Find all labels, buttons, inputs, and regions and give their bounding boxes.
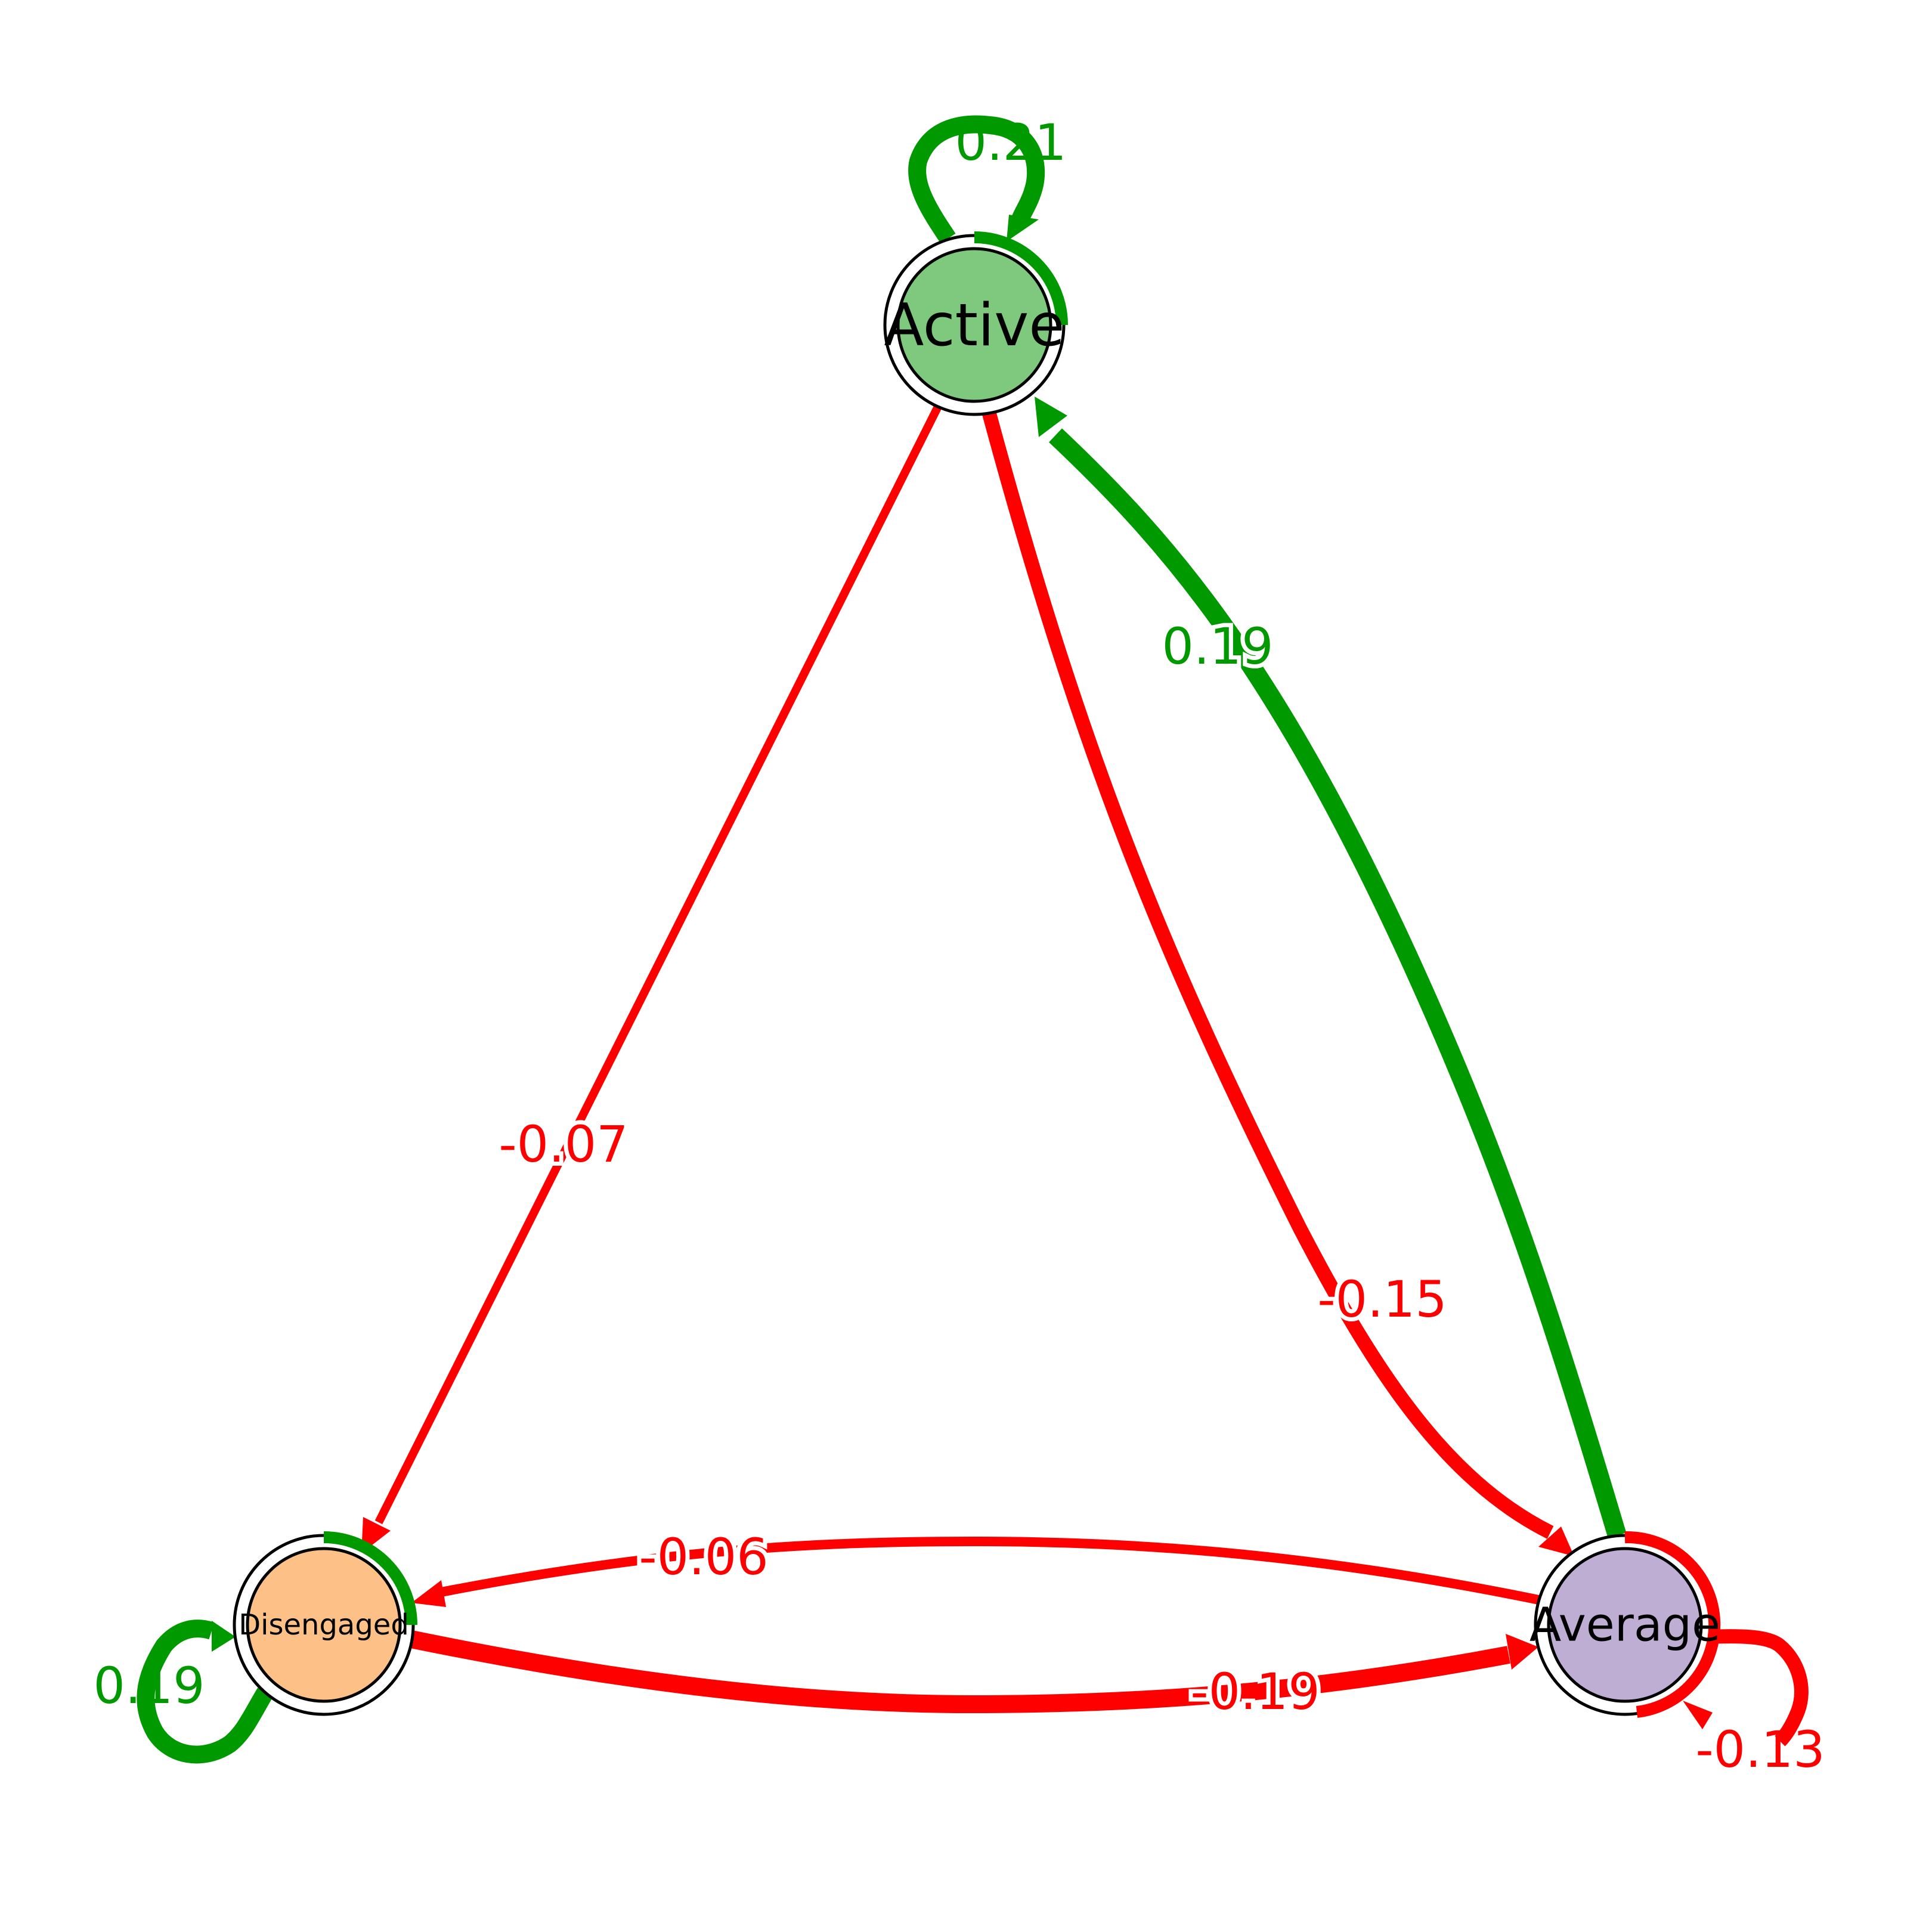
edge-arrowhead [1007, 215, 1039, 242]
edge-active-to-disengaged [361, 402, 943, 1553]
node-inner-circle [246, 1547, 402, 1703]
edge-label-average-to-active: 0.19 [1162, 617, 1273, 676]
edge-arrowhead [1506, 1634, 1538, 1670]
node-label: Disengaged [239, 1608, 409, 1642]
edge-average-to-active [1035, 397, 1627, 1538]
edge-label-active-to-average: -0.15 [1317, 1270, 1447, 1329]
edge-path [374, 402, 943, 1525]
node-inner-circle [1547, 1547, 1703, 1703]
edge-arrowhead [411, 1580, 446, 1607]
edge-average-to-disengaged [411, 1536, 1546, 1607]
edge-active-self-loop [908, 115, 1045, 244]
edge-arrowhead [1683, 1701, 1713, 1729]
edge-path [137, 1620, 273, 1764]
edge-path [1708, 1629, 1809, 1747]
edge-path [1049, 428, 1627, 1538]
node-disengaged[interactable]: Disengaged [233, 1531, 417, 1716]
edge-average-self-loop [1683, 1629, 1809, 1747]
node-average[interactable]: Average [1530, 1531, 1721, 1718]
edge-path [982, 409, 1554, 1539]
edge-path [440, 1536, 1546, 1606]
edge-label-average-to-disengaged: -0.06 [639, 1528, 768, 1586]
edge-path [908, 115, 1045, 244]
node-value-arc [1624, 1531, 1721, 1718]
edge-label-disengaged-to-average: -0.19 [1190, 1662, 1320, 1721]
node-active[interactable]: Active [883, 231, 1068, 416]
edge-arrowhead [212, 1621, 236, 1652]
node-value-arc [323, 1531, 417, 1626]
edge-label-average-self: -0.13 [1695, 1720, 1825, 1779]
edge-label-active-self: 0.21 [955, 113, 1066, 172]
edge-disengaged-to-average [406, 1630, 1538, 1714]
edge-arrowhead [1538, 1527, 1574, 1556]
edge-disengaged-self-loop [137, 1620, 273, 1764]
node-label: Active [884, 292, 1064, 360]
node-value-arc [974, 231, 1068, 326]
edge-active-to-average [982, 409, 1574, 1556]
edge-arrowhead [1035, 397, 1067, 437]
node-label: Average [1530, 1598, 1720, 1652]
node-inner-circle [896, 247, 1052, 403]
edge-label-active-to-disengaged: -0.07 [499, 1115, 628, 1174]
edge-path [406, 1630, 1510, 1714]
edge-label-disengaged-self: 0.19 [93, 1657, 205, 1715]
